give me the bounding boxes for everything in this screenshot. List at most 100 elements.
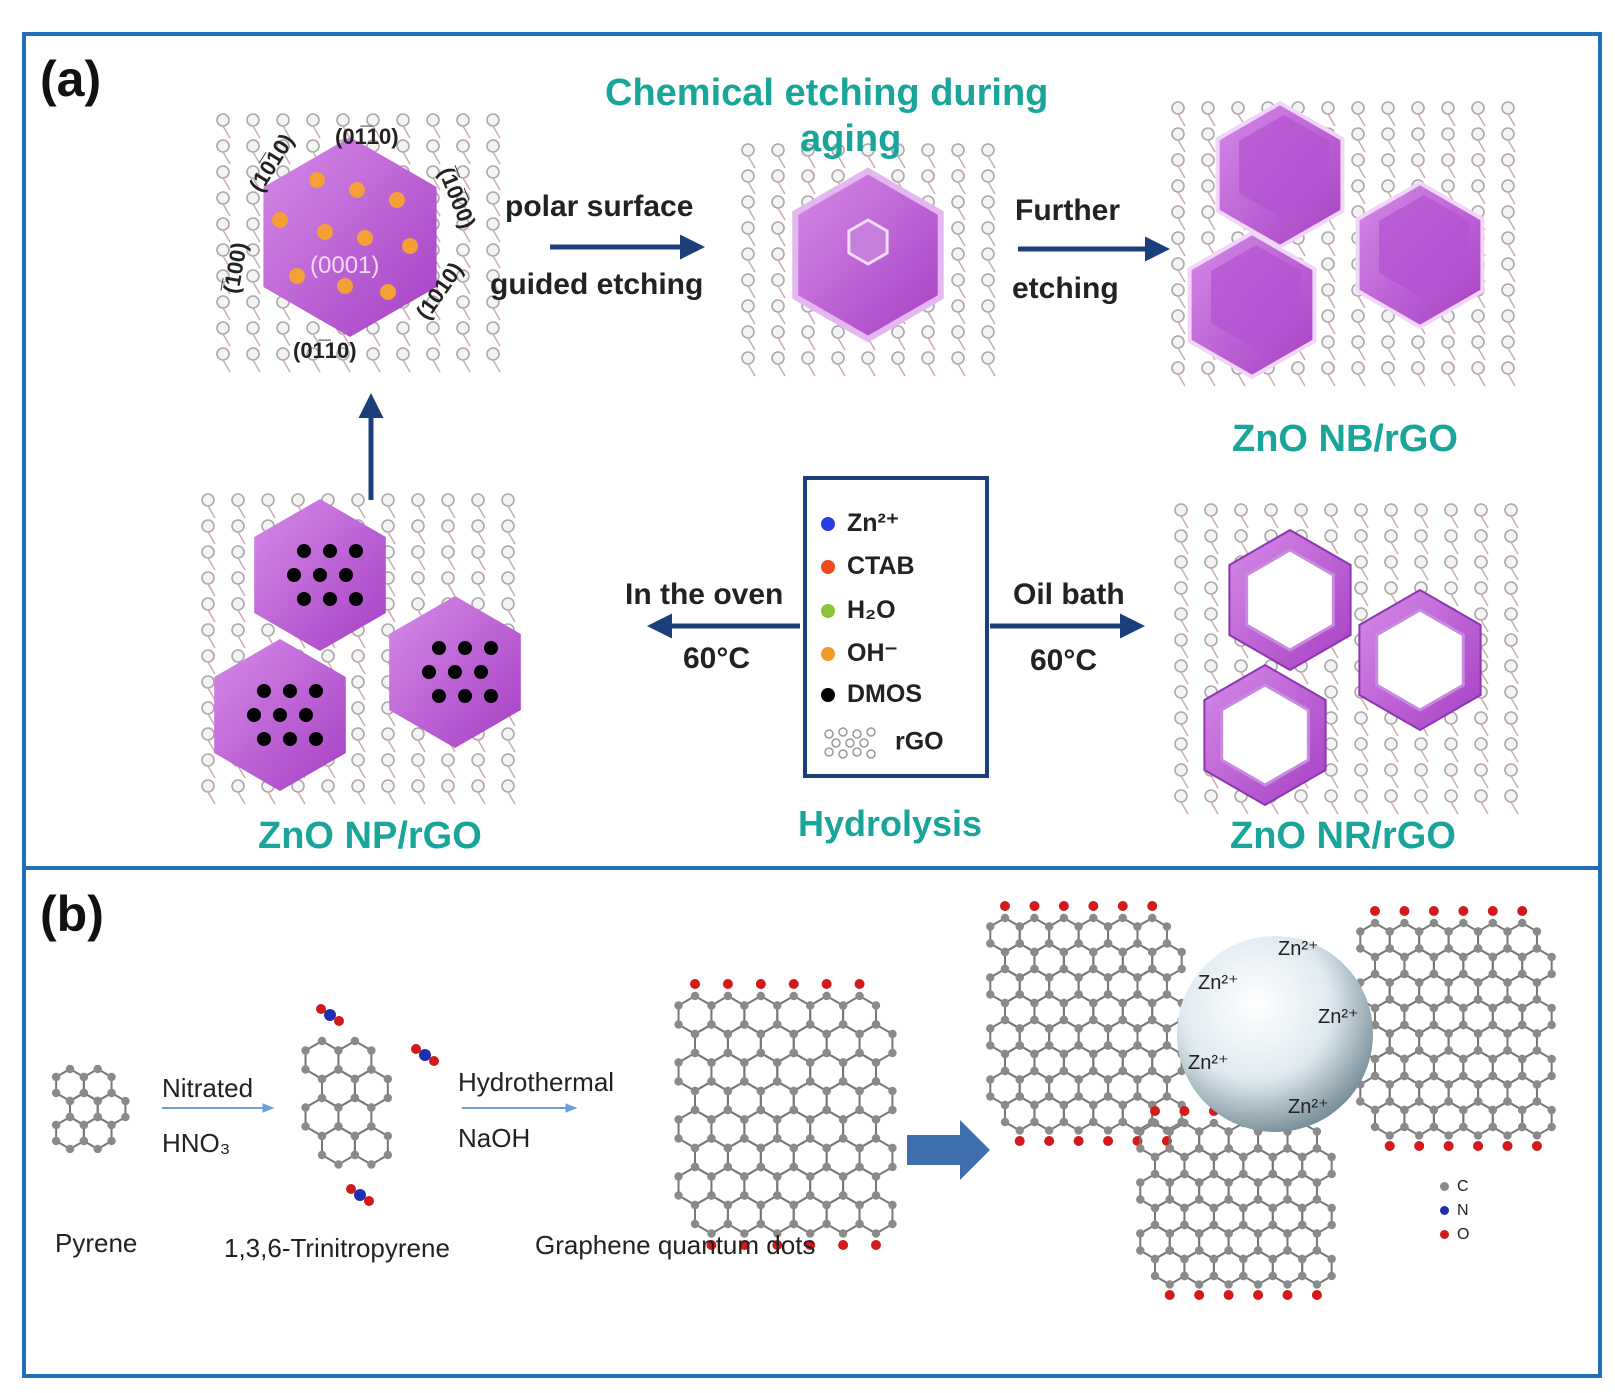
lattice-atom [1171,127,1185,141]
lattice-atom [1471,127,1485,141]
ring [353,1125,389,1166]
dmos-dot [448,665,462,679]
lattice-atom [231,623,245,637]
lattice-bond [1477,191,1486,205]
lattice-atom [741,143,755,157]
lattice-bond [987,181,996,195]
carbon-atom [1385,944,1394,953]
zn-ion-label: Zn²⁺ [1288,1096,1329,1118]
oxygen-atom [346,1184,356,1194]
carbon-atom [674,1077,683,1086]
lattice-atom [1504,659,1518,673]
carbon-atom [1327,1169,1336,1179]
carbon-atom [986,1024,995,1033]
lattice-atom [1354,789,1368,803]
lattice-bond [807,181,816,195]
carbon-atom [1312,1144,1322,1153]
carbon-atom [1059,1100,1069,1110]
legend-item-ctab: CTAB [821,552,915,581]
lattice-atom [951,143,965,157]
carbon-atom [1385,927,1394,936]
lattice-bond [927,181,936,195]
oh-dot [380,284,396,300]
lattice-bond [1327,347,1336,361]
carbon-atom [1000,1066,1010,1076]
lattice-atom [201,753,215,767]
lattice-bond [1327,243,1336,257]
lattice-atom [321,649,335,663]
carbon-atom [383,1074,393,1084]
lattice-bond [1450,541,1459,555]
carbon-atom [1503,1029,1512,1038]
carbon-atom [855,1219,864,1229]
lattice-bond [222,203,231,217]
lattice-atom [1414,503,1428,517]
carbon-atom [121,1112,130,1122]
lattice-bond [1507,217,1516,231]
carbon-atom [1133,1041,1142,1050]
lattice-bond [1357,165,1366,179]
lattice-bond [1207,113,1216,127]
lattice-bond [1330,541,1339,555]
carbon-atom [1089,1100,1098,1110]
lattice-bond [1390,749,1399,763]
carbon-atom [822,1086,831,1096]
carbon-atom [1074,1092,1083,1101]
carbon-atom [1103,922,1113,931]
oxygen-atom [1179,1106,1190,1116]
lattice-atom [1474,581,1488,595]
carbon-atom [986,1075,995,1084]
carbon-atom [1074,1126,1083,1135]
lattice-bond [837,363,846,377]
lattice-atom [216,113,230,127]
carbon-atom [756,991,766,1001]
dmos-dot [474,665,488,679]
lattice-bond [747,311,756,325]
lattice-atom [1411,335,1425,349]
oxygen-atom [1000,901,1010,911]
lattice-bond [207,531,216,545]
lattice-bond [252,307,261,321]
lattice-bond [957,207,966,221]
carbon-atom [838,1077,848,1086]
carbon-atom [1000,964,1010,974]
lattice-bond [447,791,456,805]
carbon-atom [1044,1041,1054,1050]
lattice-bond [1360,697,1369,711]
carbon-atom [1133,939,1142,948]
carbon-atom [1180,1203,1189,1213]
gqd-label: Graphene quantum dots [535,1230,816,1260]
carbon-atom [1015,1126,1024,1135]
carbon-atom [1370,1071,1380,1081]
carbon-atom [1059,1117,1069,1127]
dmos-dot [309,684,323,698]
lattice-bond [402,333,411,347]
dmos-dot [297,592,311,606]
carbon-atom [855,1086,864,1096]
lattice-bond [1207,191,1216,205]
lattice-bond [1357,347,1366,361]
lattice-bond [1327,295,1336,309]
carbon-atom [1473,1080,1483,1089]
oxygen-atom [429,1056,439,1066]
carbon-atom [1074,1041,1083,1050]
carbon-atom [1312,1195,1322,1204]
lattice-atom [1504,607,1518,621]
carbon-atom [1429,952,1439,962]
carbon-atom [1133,1075,1142,1084]
carbon-atom [1148,1049,1157,1059]
carbon-atom [723,1105,733,1115]
carbon-atom [1385,1080,1394,1089]
lattice-atom [201,571,215,585]
lattice-bond [1177,113,1186,127]
carbon-atom [1136,1195,1145,1204]
oxygen-atom [1150,1106,1160,1116]
oilbath-label: Oil bath [1013,578,1125,611]
lattice-atom [1321,283,1335,297]
lattice-bond [1417,139,1426,153]
carbon-atom [65,1144,75,1154]
lattice-bond [1450,801,1459,815]
oh-dot [349,182,365,198]
lattice-bond [1357,191,1366,205]
lattice-bond [477,765,486,779]
